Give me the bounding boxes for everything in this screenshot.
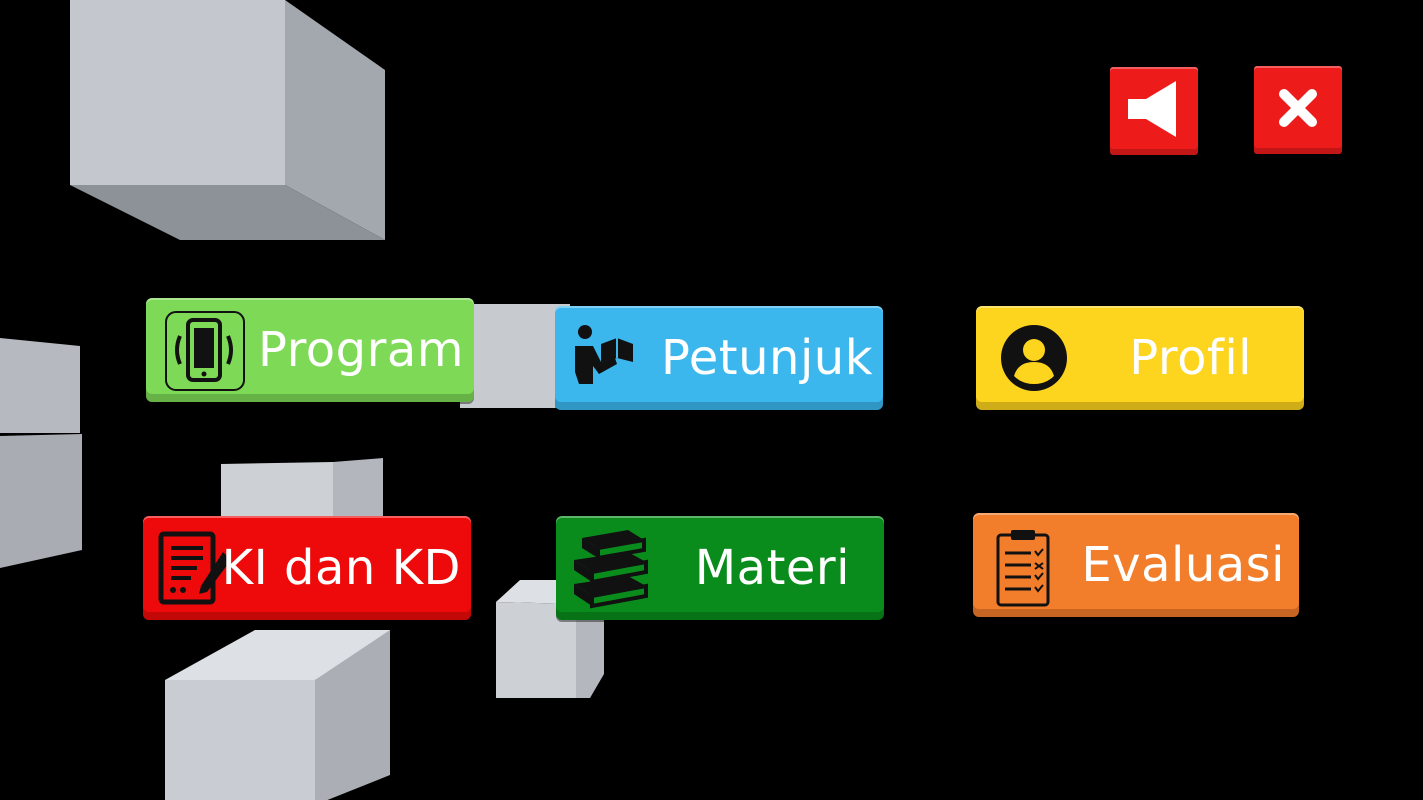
- background-cube-behind-program: [460, 304, 580, 414]
- ki-dan-kd-button[interactable]: KI dan KD: [143, 516, 471, 620]
- materi-button[interactable]: Materi: [556, 516, 884, 620]
- program-button[interactable]: Program: [146, 298, 474, 402]
- profil-label: Profil: [1129, 330, 1252, 386]
- books-stack-icon: [568, 524, 652, 609]
- ki-dan-kd-label: KI dan KD: [221, 540, 461, 596]
- speaker-icon: [1124, 79, 1184, 143]
- materi-label: Materi: [694, 540, 850, 596]
- background-cube-top: [60, 0, 390, 245]
- petunjuk-label: Petunjuk: [661, 330, 873, 386]
- close-x-icon: [1276, 86, 1320, 134]
- background-cube-bottom: [160, 625, 400, 800]
- petunjuk-button[interactable]: Petunjuk: [555, 306, 883, 410]
- profil-button[interactable]: Profil: [976, 306, 1304, 410]
- evaluasi-label: Evaluasi: [1081, 537, 1285, 593]
- user-avatar-icon: [1000, 324, 1084, 404]
- close-button[interactable]: [1254, 66, 1342, 154]
- background-cube-middle: [215, 458, 390, 538]
- phone-rotate-icon: [164, 310, 248, 391]
- document-pen-icon: [157, 530, 241, 610]
- program-label: Program: [257, 322, 464, 378]
- sound-button[interactable]: [1110, 67, 1198, 155]
- background-cube-left: [0, 338, 90, 573]
- evaluasi-button[interactable]: Evaluasi: [973, 513, 1299, 617]
- person-reading-icon: [571, 322, 655, 402]
- clipboard-checklist-icon: [995, 527, 1079, 607]
